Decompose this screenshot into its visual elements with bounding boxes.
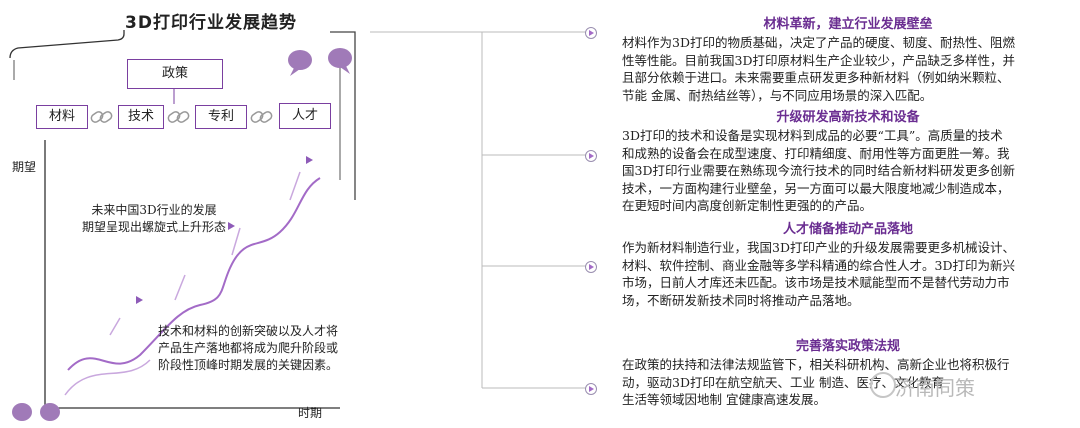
trend-annotation: 未来中国3D行业的发展 期望呈现出螺旋式上升形态 xyxy=(64,202,244,236)
materials-box: 材料 xyxy=(36,105,88,129)
section-body: 材料作为3D打印的物质基础，决定了产品的硬度、韧度、耐热性、阻燃 性等性能。目前… xyxy=(622,34,1074,104)
page-title: 3D打印行业发展趋势 xyxy=(125,13,297,33)
section-title: 人才储备推动产品落地 xyxy=(782,222,913,237)
body-line: 在政策的扶持和法律法规监管下，相关科研机构、高新企业也将积极行 xyxy=(622,357,1010,372)
annotation-line: 期望呈现出螺旋式上升形态 xyxy=(81,220,226,234)
annotation-line: 产品生产落地都将成为爬升阶段或 xyxy=(158,341,339,355)
annotation-line: 技术和材料的创新突破以及人才将 xyxy=(158,324,339,338)
body-line: 材料作为3D打印的物质基础，决定了产品的硬度、韧度、耐热性、阻燃 xyxy=(622,35,1015,50)
body-line: 在更短时间内高度创新定制性更强的的产品。 xyxy=(622,198,873,213)
section-title: 完善落实政策法规 xyxy=(795,339,900,354)
body-line: 且部分依赖于进口。未来需要重点研发更多种新材料（例如纳米颗粒、 xyxy=(622,70,1010,85)
body-line: 国3D打印行业需要在熟练现今流行技术的同时结合新材料研发更多创新 xyxy=(622,163,1015,178)
body-line: 作为新材料制造行业，我国3D打印产业的升级发展需要更多机械设计、 xyxy=(622,240,1015,255)
section-title: 材料革新，建立行业发展壁垒 xyxy=(763,17,933,32)
talent-box: 人才 xyxy=(279,103,331,129)
play-node-icon xyxy=(585,383,597,395)
body-line: 和成熟的设备会在成型速度、打印精细度、耐用性等方面更胜一筹。我 xyxy=(622,145,1010,161)
body-line: 节能 金属、耐热结丝等），与不同应用场景的深入匹配。 xyxy=(622,87,933,103)
section-body: 3D打印的技术和设备是实现材料到成品的必要“工具”。高质量的技术 和成熟的设备会… xyxy=(622,127,1074,215)
annotation-line: 阶段性顶峰时期发展的关键因素。 xyxy=(158,358,339,372)
section-talent: 人才储备推动产品落地 作为新材料制造行业，我国3D打印产业的升级发展需要更多机械… xyxy=(622,222,1074,309)
body-line: 生活等领域因地制 宜健康高速发展。 xyxy=(622,392,826,407)
section-body: 作为新材料制造行业，我国3D打印产业的升级发展需要更多机械设计、 材料、软件控制… xyxy=(622,239,1074,309)
link-icon xyxy=(167,111,190,123)
body-line: 动，驱动3D打印在航空航天、工业 制造、医疗、文化教育 xyxy=(622,374,944,390)
patent-box: 专利 xyxy=(195,105,247,129)
section-materials: 材料革新，建立行业发展壁垒 材料作为3D打印的物质基础，决定了产品的硬度、韧度、… xyxy=(622,17,1074,104)
play-node-icon xyxy=(585,27,597,39)
policy-box: 政策 xyxy=(127,59,223,89)
link-icon xyxy=(90,111,113,123)
body-line: 3D打印的技术和设备是实现材料到成品的必要“工具”。高质量的技术 xyxy=(622,128,1003,143)
wechat-icon xyxy=(870,372,896,398)
x-axis-label: 时期 xyxy=(298,406,323,420)
body-line: 技术，一方面构建行业壁垒，另一方面可以最大限度地减少制造成本， xyxy=(622,180,1010,196)
section-policy: 完善落实政策法规 在政策的扶持和法律法规监管下，相关科研机构、高新企业也将积极行… xyxy=(622,339,1074,409)
watermark: 济南同策 xyxy=(895,376,975,400)
annotation-line: 未来中国3D行业的发展 xyxy=(91,203,217,217)
body-line: 场，不断研发新技术同时将推动产品落地。 xyxy=(622,292,860,308)
body-line: 市场，日前人才库还未匹配。该市场是技术赋能型而不是替代劳动力市 xyxy=(622,275,1010,290)
play-node-icon xyxy=(585,261,597,273)
y-axis-label: 期望 xyxy=(12,160,37,174)
section-body: 在政策的扶持和法律法规监管下，相关科研机构、高新企业也将积极行 动，驱动3D打印… xyxy=(622,356,1074,409)
section-title: 升级研发高新技术和设备 xyxy=(776,110,920,125)
section-technology: 升级研发高新技术和设备 3D打印的技术和设备是实现材料到成品的必要“工具”。高质… xyxy=(622,110,1074,215)
technology-box: 技术 xyxy=(118,105,164,129)
body-line: 性等性能。目前我国3D打印原材料生产企业较少，产品缺乏多样性，并 xyxy=(622,52,1015,68)
play-node-icon xyxy=(585,150,597,162)
link-icon xyxy=(250,111,273,123)
key-factors-annotation: 技术和材料的创新突破以及人才将 产品生产落地都将成为爬升阶段或 阶段性顶峰时期发… xyxy=(158,323,368,374)
body-line: 材料、软件控制、商业金融等多学科精通的综合性人才。3D打印为新兴 xyxy=(622,257,1015,273)
